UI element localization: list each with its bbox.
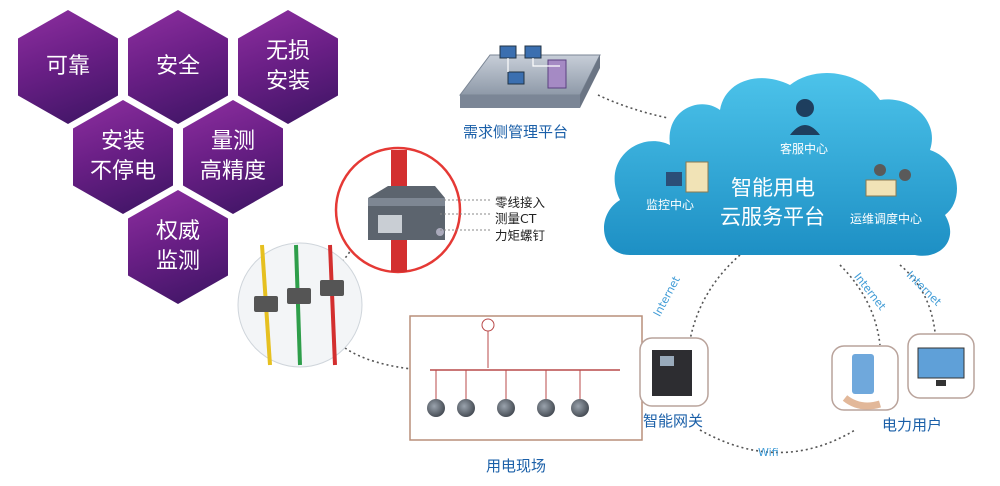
ct-detail-graphic <box>334 146 492 274</box>
demand-platform-graphic <box>459 45 601 108</box>
feature-label: 安装 不停电 <box>89 129 156 184</box>
ct-callout-measuring-ct: 测量CT <box>495 211 537 226</box>
users-label: 电力用户 <box>882 416 943 434</box>
cloud-title-line1: 智能用电 <box>731 176 815 200</box>
feature-label: 无损 安装 <box>265 39 310 94</box>
ct-callout-neutral: 零线接入 <box>495 195 546 210</box>
ct-callout-torque-screw: 力矩螺钉 <box>495 228 546 243</box>
feature-label: 安全 <box>155 54 200 79</box>
demand-platform-label: 需求侧管理平台 <box>463 123 569 141</box>
feature-label: 量测 高精度 <box>199 129 266 184</box>
feature-hex-safe: 安全 <box>128 10 228 124</box>
site-panel-graphic <box>409 315 643 441</box>
gateway-label: 智能网关 <box>643 412 704 430</box>
cloud-graphic <box>603 73 957 256</box>
users-graphic <box>831 333 975 411</box>
gateway-graphic <box>639 337 709 407</box>
wifi-link-label: Wifi <box>758 446 779 459</box>
feature-label: 可靠 <box>45 54 90 79</box>
ops-center-label: 运维调度中心 <box>850 212 923 226</box>
wiring-detail-graphic <box>237 242 363 368</box>
site-label: 用电现场 <box>486 457 547 475</box>
monitor-center-label: 监控中心 <box>646 198 695 212</box>
feature-hex-authoritative-monitoring: 权威 监测 <box>128 190 228 304</box>
feature-label: 权威 监测 <box>155 219 200 274</box>
customer-service-label: 客服中心 <box>780 142 829 156</box>
cloud-title-line2: 云服务平台 <box>720 205 825 229</box>
